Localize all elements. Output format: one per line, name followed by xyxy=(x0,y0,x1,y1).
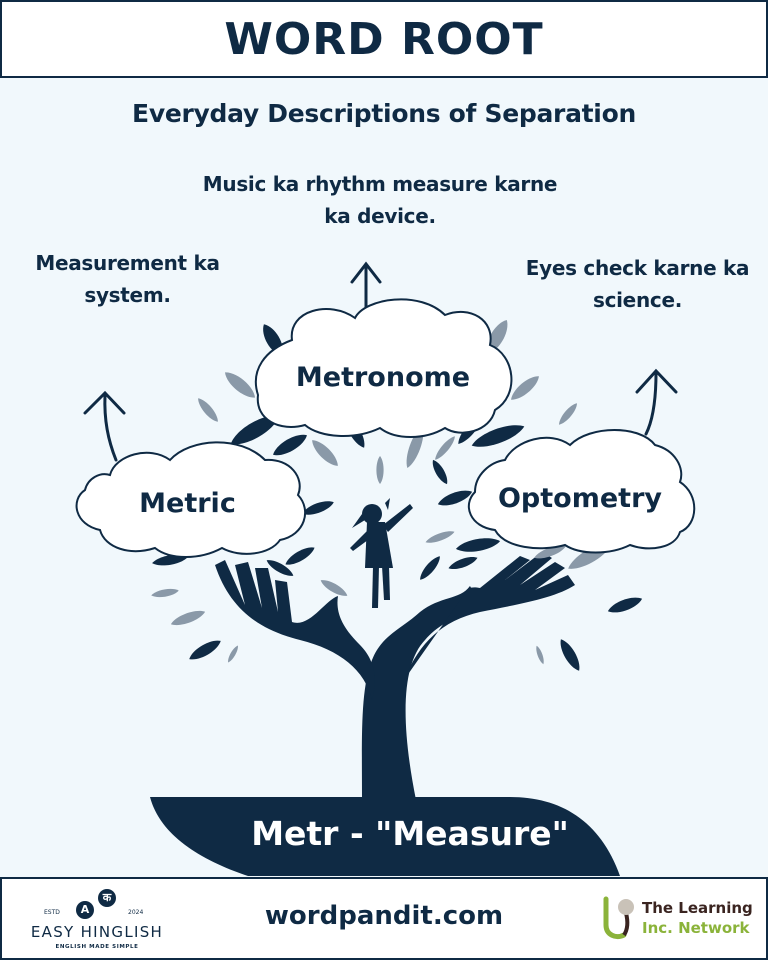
word-metric: Metric xyxy=(139,488,236,519)
logo-line1: The Learning xyxy=(642,899,753,917)
footer: A क ESTD 2024 EASY HINGLISH ENGLISH MADE… xyxy=(0,877,768,960)
child-silhouette xyxy=(350,498,413,608)
learning-inc-logo: The Learning Inc. Network xyxy=(602,895,762,945)
ka-bubble-icon: क xyxy=(98,889,116,907)
left-hand-branch xyxy=(215,560,375,700)
cloud-metronome xyxy=(254,298,513,438)
tree-logo-icon xyxy=(603,896,634,940)
arrow-up-left xyxy=(83,390,126,462)
estd-label: ESTD xyxy=(44,909,60,916)
page-title: WORD ROOT xyxy=(224,13,544,65)
word-metronome: Metronome xyxy=(295,362,471,393)
logo-line2: Inc. Network xyxy=(642,919,750,937)
clouds xyxy=(75,298,696,558)
metronome-meaning: Music ka rhythm measure karne ka device. xyxy=(202,172,558,228)
cloud-metric xyxy=(75,441,307,558)
arrow-up-center xyxy=(350,261,382,314)
subtitle: Everyday Descriptions of Separation xyxy=(132,99,636,128)
website-link[interactable]: wordpandit.com xyxy=(264,901,504,931)
tree-trunk xyxy=(361,586,478,800)
word-optometry: Optometry xyxy=(497,483,662,514)
brand-name: EASY HINGLISH xyxy=(30,923,164,941)
header-banner: WORD ROOT xyxy=(0,0,768,78)
right-hand-branch xyxy=(404,552,575,680)
year-label: 2024 xyxy=(128,909,144,916)
optometry-meaning: Eyes check karne ka science. xyxy=(525,256,750,312)
a-bubble-icon: A xyxy=(76,901,94,919)
arrows xyxy=(83,261,678,462)
arrow-up-right xyxy=(635,368,678,436)
metric-meaning: Measurement ka system. xyxy=(35,251,220,307)
easy-hinglish-logo: A क ESTD 2024 EASY HINGLISH ENGLISH MADE… xyxy=(22,883,172,955)
brand-tagline: ENGLISH MADE SIMPLE xyxy=(55,944,139,950)
root-ground xyxy=(150,797,620,876)
root-label: Metr - "Measure" xyxy=(251,814,569,853)
cloud-optometry xyxy=(467,429,696,554)
